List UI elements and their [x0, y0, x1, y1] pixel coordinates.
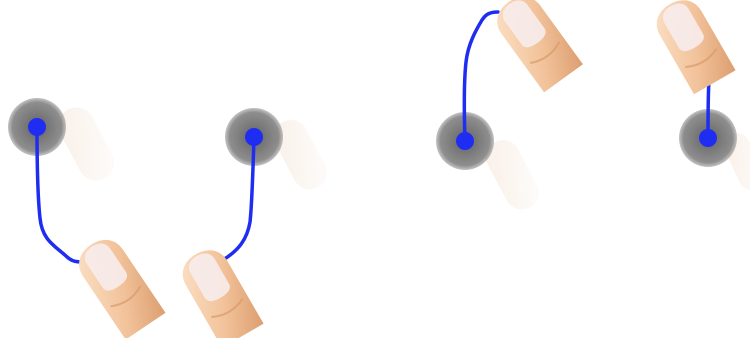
- touch-dot-icon: [28, 118, 46, 136]
- gesture-swipe-up: [649, 0, 750, 194]
- gesture-swipe-up-right: [436, 0, 583, 215]
- touch-dot-icon: [245, 128, 263, 146]
- finger-icon: [489, 0, 583, 92]
- touch-dot-icon: [456, 132, 474, 150]
- finger-icon: [175, 242, 264, 338]
- gesture-swipe-down-left: [8, 98, 165, 338]
- gesture-swipe-down-right: [175, 108, 333, 338]
- finger-icon: [649, 0, 736, 94]
- touch-dot-icon: [699, 129, 717, 147]
- finger-icon: [71, 232, 166, 338]
